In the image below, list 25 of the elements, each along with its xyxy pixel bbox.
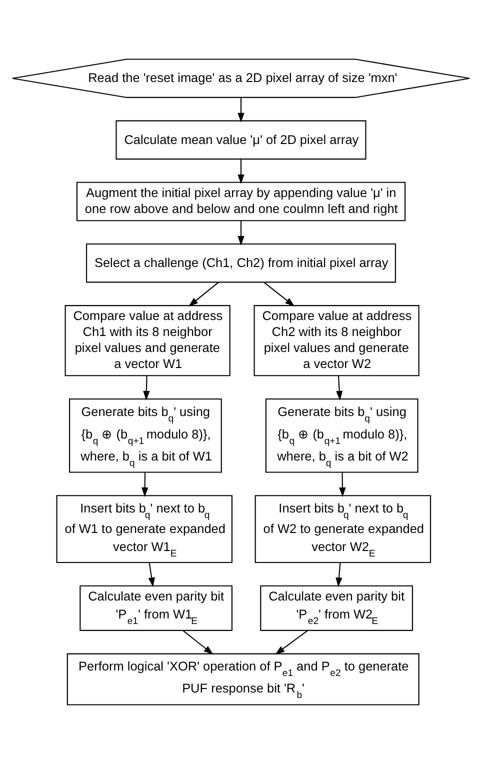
arrow: [238, 220, 244, 246]
node-box: Generate bits b$_{q}$' using {b$_{q}$ ⊕ (b$_{q+1}$ modulo 8)}, where, b$_{q}$ is a bit of W2: [265, 398, 418, 473]
arrow: [238, 98, 244, 122]
node-box: Select a challenge (Ch1, Ch2) from initial pixel array: [86, 243, 396, 283]
arrow: [148, 562, 155, 588]
arrow: [182, 630, 214, 655]
arrow: [238, 159, 244, 184]
node-box: Calculate mean value 'μ' of 2D pixel array: [116, 120, 366, 160]
node-box: Calculate even parity bit 'P$_{e2}$' from W2$_{E}$: [260, 585, 413, 631]
arrow: [188, 282, 219, 307]
arrow: [339, 472, 346, 498]
arrow: [143, 376, 150, 401]
arrow: [275, 630, 308, 655]
node-box: Compare value at address Ch2 with its 8 neighbor pixel values and generate a vector W2: [254, 305, 420, 376]
arrow: [336, 376, 343, 401]
arrow: [336, 562, 342, 588]
node-box: Perform logical 'XOR' operation of P$_{e1}$ and P$_{e2}$ to generate PUF response bit 'R$_{b}$': [66, 653, 420, 706]
arrow: [142, 472, 148, 498]
node-box: Generate bits b$_{q}$' using {b$_{q}$ ⊕ (b$_{q+1}$ modulo 8)}, where, b$_{q}$ is a bit of W1: [69, 398, 222, 473]
node-box: Compare value at address Ch1 with its 8 neighbor pixel values and generate a vector W1: [64, 305, 230, 376]
node-box: Insert bits b$_{q}$' next to b$_{q}$ of W2 to generate expanded vector W2$_{E}$: [254, 495, 432, 564]
node-box: Augment the initial pixel array by appending value 'μ' in one row above and below and one coulmn left and right: [76, 182, 406, 222]
arrow: [264, 282, 295, 307]
node-box: Calculate even parity bit 'P$_{e1}$' from W1$_{E}$: [80, 585, 232, 631]
node-box: Insert bits b$_{q}$' next to b$_{q}$ of W1 to generate expanded vector W1$_{E}$: [56, 495, 232, 564]
